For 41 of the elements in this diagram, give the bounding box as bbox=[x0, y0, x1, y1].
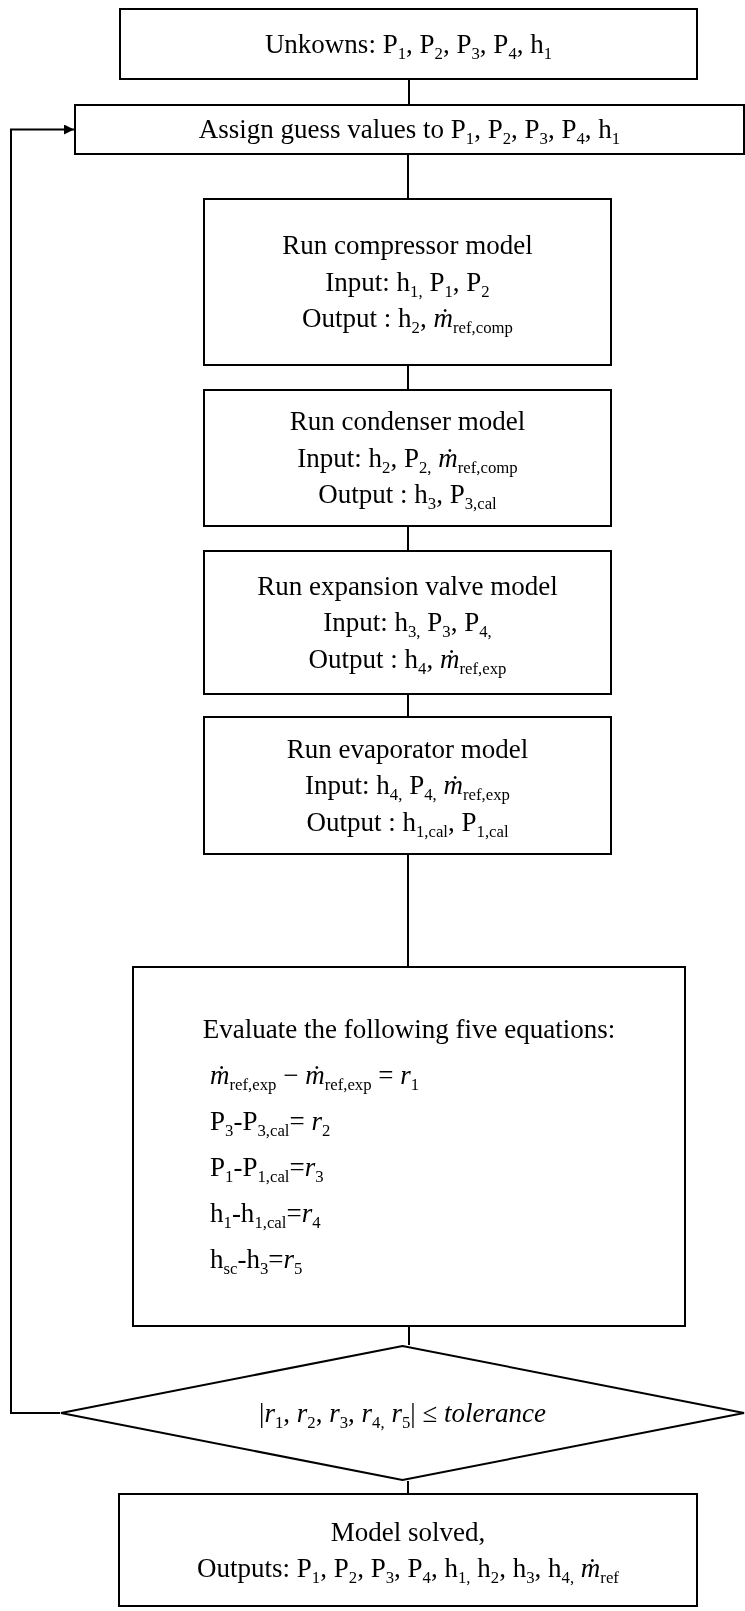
step-title: Run evaporator model bbox=[286, 732, 529, 766]
process-box bbox=[203, 198, 612, 366]
step-title: Model solved, bbox=[330, 1515, 486, 1549]
step-text: Output : h$_{1,cal}$, P$_{1,cal}$ bbox=[306, 805, 509, 841]
decision-diamond bbox=[60, 1345, 745, 1481]
process-box bbox=[118, 1493, 698, 1607]
step-title: Run compressor model bbox=[282, 229, 533, 263]
step-title: Unkowns: P$_{1}$, P$_{2}$, P$_{3}$, P$_{4}$, h$_{1}$ bbox=[264, 27, 553, 63]
step-title: |r$_{1}$, r$_{2}$, r$_{3}$, r$_{4,}$ r$_{5}$| ≤ tolerance bbox=[259, 1396, 546, 1432]
connector-line bbox=[407, 694, 409, 717]
step-text: Input: h$_{4,}$ P$_{4,}$ ṁ$_{ref,exp}$ bbox=[305, 769, 510, 804]
step-title: Run condenser model bbox=[289, 405, 526, 439]
process-box bbox=[203, 550, 612, 695]
process-box bbox=[203, 389, 612, 527]
step-text: Output : h$_{4}$, ṁ$_{ref,exp}$ bbox=[308, 642, 507, 678]
connector-line bbox=[407, 526, 409, 551]
process-box bbox=[132, 966, 686, 1327]
arrow bbox=[10, 124, 75, 1414]
step-text: Outputs: P$_{1}$, P$_{2}$, P$_{3}$, P$_{4}$, h$_{1,}$ h$_{2}$, h$_{3}$, h$_{4,}$ ṁ$_{ref}$ bbox=[197, 1552, 619, 1587]
step-text: Output : h$_{2}$, ṁ$_{ref,comp}$ bbox=[302, 302, 513, 337]
equation: h$_{sc}$-h$_{3}$=r$_{5}$ bbox=[210, 1242, 303, 1280]
connector-line bbox=[407, 154, 409, 199]
step-title: Assign guess values to P$_{1}$, P$_{2}$, P$_{3}$, P$_{4}$, h$_{1}$ bbox=[198, 113, 621, 148]
connector-line bbox=[408, 1326, 410, 1346]
connector-line bbox=[407, 854, 409, 967]
step-title: Run expansion valve model bbox=[257, 569, 558, 603]
equation: h$_{1}$-h$_{1,cal}$=r$_{4}$ bbox=[210, 1196, 321, 1234]
equation: P$_{3}$-P$_{3,cal}$= r$_{2}$ bbox=[210, 1104, 331, 1142]
step-text: Input: h$_{2}$, P$_{2,}$ ṁ$_{ref,comp}$ bbox=[297, 441, 518, 477]
connector-line bbox=[408, 79, 410, 105]
step-text: Output : h$_{3}$, P$_{3,cal}$ bbox=[318, 478, 497, 513]
step-text: Input: h$_{3,}$ P$_{3}$, P$_{4,}$ bbox=[323, 606, 492, 641]
step-title: Evaluate the following five equations: bbox=[202, 1012, 616, 1046]
process-box bbox=[74, 104, 745, 155]
connector-line bbox=[407, 365, 409, 390]
process-box bbox=[203, 716, 612, 855]
equation: ṁ$_{ref,exp}$ − ṁ$_{ref,exp}$ = r$_{1}$ bbox=[210, 1059, 420, 1096]
equation: P$_{1}$-P$_{1,cal}$=r$_{3}$ bbox=[210, 1150, 324, 1188]
process-box bbox=[119, 8, 698, 80]
step-text: Input: h$_{1,}$ P$_{1}$, P$_{2}$ bbox=[325, 265, 490, 301]
connector-line bbox=[407, 1480, 409, 1494]
